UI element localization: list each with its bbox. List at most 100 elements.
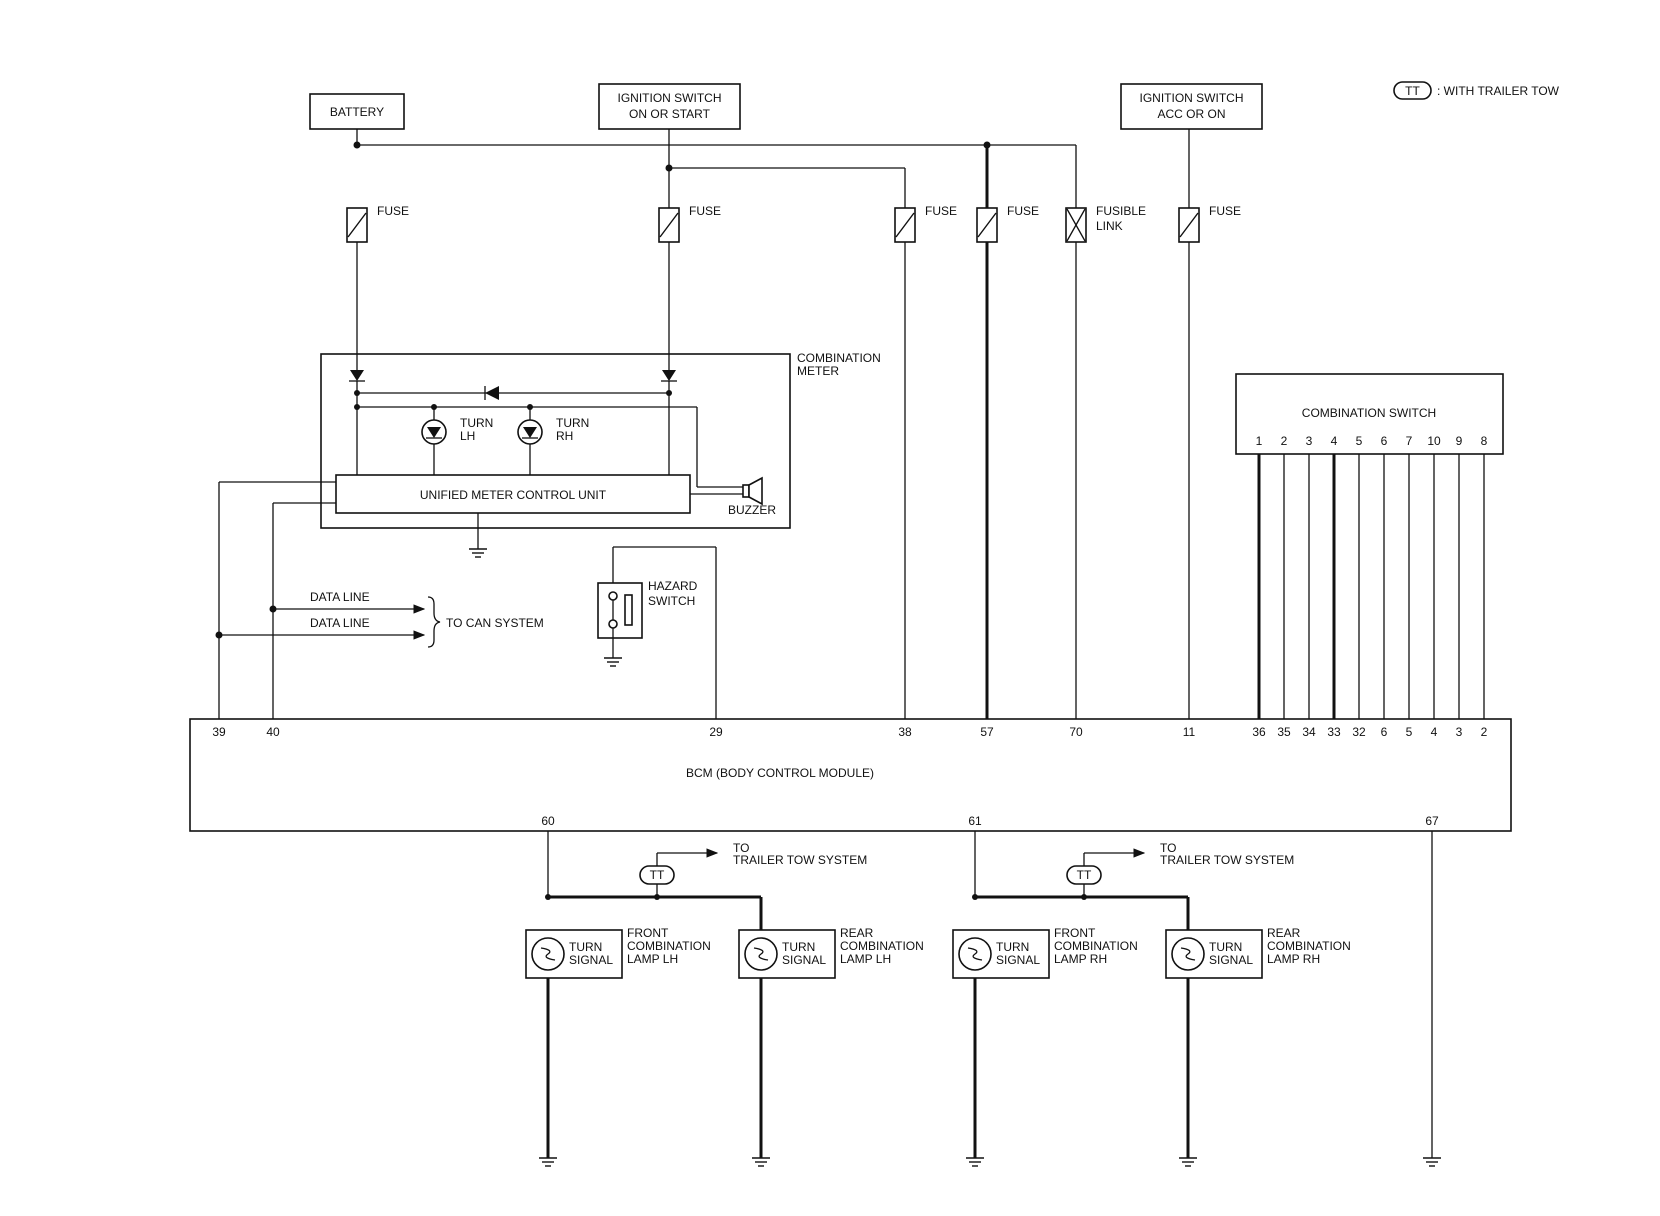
fusible-link-line1: FUSIBLE (1096, 204, 1146, 218)
fuse-ign-acc-on: FUSE (1178, 204, 1241, 243)
ignition-on-start-box: IGNITION SWITCH ON OR START (598, 83, 741, 130)
combination-switch-pin: 2 (1281, 434, 1288, 448)
fuse-battery: FUSE (346, 204, 409, 243)
bcm-pin-6: 6 (1381, 725, 1388, 739)
combination-switch-pin: 9 (1456, 434, 1463, 448)
combination-switch-label: COMBINATION SWITCH (1302, 406, 1436, 420)
ground-icon (1178, 1157, 1198, 1167)
hazard-switch-line1: HAZARD (648, 579, 698, 593)
bcm-pin-38: 38 (898, 725, 912, 739)
lamp-inner-line1: TURN (1209, 940, 1242, 954)
fuse-label: FUSE (1007, 204, 1039, 218)
lamp-inner-line2: SIGNAL (996, 953, 1040, 967)
data-line-1-label: DATA LINE (310, 590, 370, 604)
legend: TT : WITH TRAILER TOW (1393, 81, 1560, 100)
turn-lh-line1: TURN (460, 416, 493, 430)
ground-icon (965, 1157, 985, 1167)
tt-text: TT (1077, 868, 1092, 882)
bcm-pin-61: 61 (968, 814, 982, 828)
lamp-inner-line1: TURN (996, 940, 1029, 954)
trailer-to-label: TO (733, 841, 749, 855)
bcm-pin-5: 5 (1406, 725, 1413, 739)
battery-box: BATTERY (309, 93, 405, 130)
ignition-acc-on-box: IGNITION SWITCH ACC OR ON (1120, 83, 1263, 130)
ign-acc-on-line2: ACC OR ON (1157, 107, 1225, 121)
lamp-label-line: FRONT (1054, 926, 1096, 940)
lamp-inner-line2: SIGNAL (782, 953, 826, 967)
combination-switch-pin: 3 (1306, 434, 1313, 448)
combination-switch-pin: 4 (1331, 434, 1338, 448)
buzzer-label: BUZZER (728, 503, 776, 517)
ground-icon (1422, 1157, 1442, 1167)
lamp-label-line: LAMP RH (1267, 952, 1320, 966)
bcm-pin-36: 36 (1252, 725, 1266, 739)
data-line-wires: DATA LINE DATA LINE TO CAN SYSTEM (215, 481, 544, 719)
fuse-bcm-38: FUSE (894, 204, 957, 243)
lamp-inner-line2: SIGNAL (1209, 953, 1253, 967)
lamp-label-line: LAMP RH (1054, 952, 1107, 966)
legend-tt-text: TT (1405, 84, 1420, 98)
lamp-label-line: COMBINATION (627, 939, 711, 953)
turn-rh-line2: RH (556, 429, 573, 443)
ign-on-start-line1: IGNITION SWITCH (618, 91, 722, 105)
bcm-pin-4: 4 (1431, 725, 1438, 739)
trailer-to-label: TO (1160, 841, 1176, 855)
bcm-label: BCM (BODY CONTROL MODULE) (686, 766, 874, 780)
turn-lh-line2: LH (460, 429, 475, 443)
lamp-label-line: FRONT (627, 926, 669, 940)
combination-meter-line2: METER (797, 364, 839, 378)
brace (427, 596, 441, 648)
lamp-inner-line1: TURN (782, 940, 815, 954)
trailer-system-label: TRAILER TOW SYSTEM (1160, 853, 1294, 867)
hazard-switch-line2: SWITCH (648, 594, 695, 608)
ign-acc-on-line1: IGNITION SWITCH (1140, 91, 1244, 105)
bcm-pin-32: 32 (1352, 725, 1366, 739)
combination-meter: COMBINATION METER TURN LH TURN RH (320, 242, 881, 558)
buzzer-icon (742, 476, 763, 506)
combination-switch-pin: 1 (1256, 434, 1263, 448)
can-system-label: TO CAN SYSTEM (446, 616, 544, 630)
combination-switch-pin: 6 (1381, 434, 1388, 448)
bcm-pin-39: 39 (212, 725, 226, 739)
ground-icon (468, 548, 488, 558)
bcm-pin-40: 40 (266, 725, 280, 739)
fuse-label: FUSE (689, 204, 721, 218)
ground-icon (603, 657, 623, 667)
lamp-label-line: REAR (840, 926, 874, 940)
control-unit-label: UNIFIED METER CONTROL UNIT (420, 488, 607, 502)
lamp-inner-line1: TURN (569, 940, 602, 954)
bcm-pin-11: 11 (1183, 725, 1196, 739)
tt-text: TT (650, 868, 665, 882)
bcm-pin-35: 35 (1277, 725, 1291, 739)
meter-bridge-diode (485, 386, 499, 400)
bcm-pin-34: 34 (1302, 725, 1316, 739)
fuse-label: FUSE (925, 204, 957, 218)
bcm-pin-60: 60 (541, 814, 555, 828)
bcm-pin-2: 2 (1481, 725, 1488, 739)
fuse-label: FUSE (377, 204, 409, 218)
bcm-pin-29: 29 (709, 725, 723, 739)
meter-input-diode-lh (350, 370, 364, 381)
fuse-bcm-57: FUSE (976, 204, 1039, 243)
lamp-label-line: LAMP LH (840, 952, 891, 966)
lamp-label-line: COMBINATION (1267, 939, 1351, 953)
fusible-link: FUSIBLE LINK (1065, 204, 1146, 243)
fusible-link-line2: LINK (1096, 219, 1123, 233)
turn-rh-line1: TURN (556, 416, 589, 430)
legend-tt-symbol (1393, 81, 1432, 100)
battery-label: BATTERY (330, 105, 384, 119)
fuse-label: FUSE (1209, 204, 1241, 218)
fuse-to-bcm-wires (904, 242, 1190, 719)
